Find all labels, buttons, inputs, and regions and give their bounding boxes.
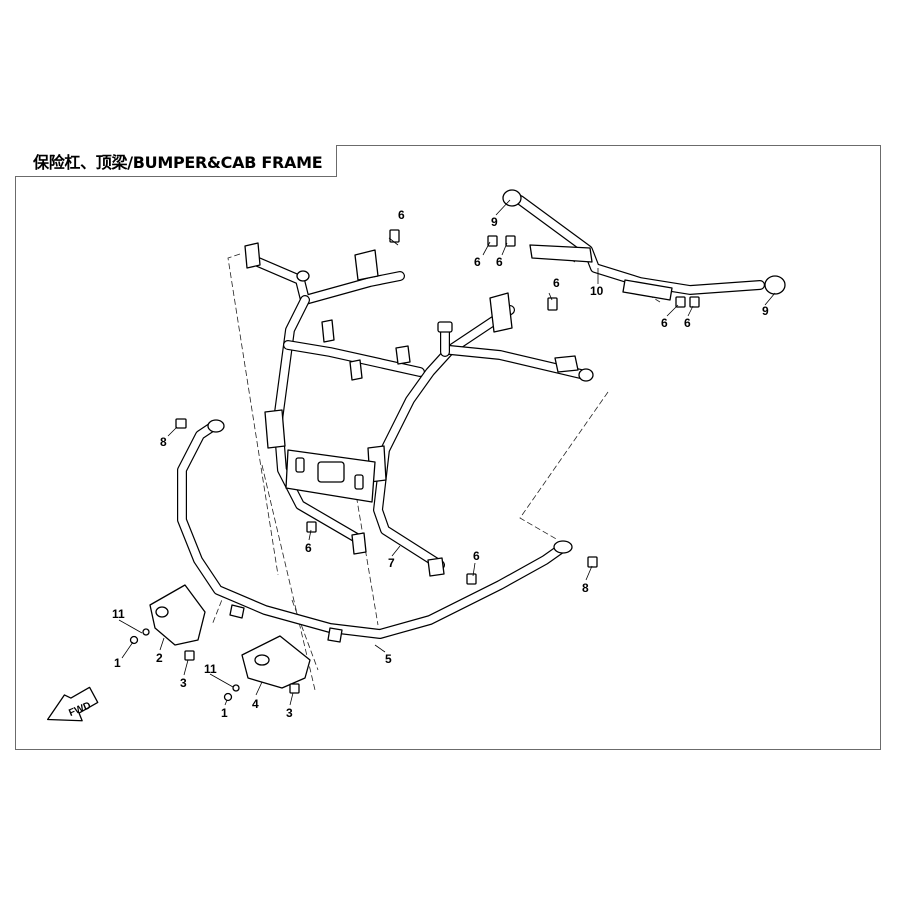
callout-6a: 6 xyxy=(398,208,405,222)
page-title: 保险杠、顶梁/BUMPER&CAB FRAME xyxy=(33,152,323,172)
callout-3b: 3 xyxy=(286,706,293,720)
skid-guards xyxy=(149,584,311,689)
callout-11b: 11 xyxy=(204,662,217,676)
callout-7: 7 xyxy=(388,556,395,570)
callout-1a: 1 xyxy=(114,656,121,670)
callout-6f: 6 xyxy=(684,316,691,330)
callout-6e: 6 xyxy=(661,316,668,330)
callout-1b: 1 xyxy=(221,706,228,720)
drawing-frame xyxy=(15,145,881,750)
callout-8b: 8 xyxy=(582,581,589,595)
callout-9b: 9 xyxy=(762,304,769,318)
cab-frame xyxy=(244,242,594,577)
callout-6c: 6 xyxy=(474,255,481,269)
callout-3a: 3 xyxy=(180,676,187,690)
callout-5: 5 xyxy=(385,652,392,666)
callout-2: 2 xyxy=(156,651,163,665)
callout-6b: 6 xyxy=(553,276,560,290)
front-bumper xyxy=(177,419,573,643)
callout-6g: 6 xyxy=(305,541,312,555)
title-box: 保险杠、顶梁/BUMPER&CAB FRAME xyxy=(15,145,338,177)
callout-8a: 8 xyxy=(160,435,167,449)
callout-11a: 11 xyxy=(112,607,125,621)
callout-10: 10 xyxy=(590,284,604,298)
callout-labels: 6 6 6 6 6 6 6 6 10 9 9 7 8 8 5 2 1 11 3 … xyxy=(112,208,769,720)
callout-6d: 6 xyxy=(496,255,503,269)
leader-lines xyxy=(118,199,776,706)
callout-9a: 9 xyxy=(491,215,498,229)
roof-bar xyxy=(502,189,786,301)
fasteners xyxy=(129,229,700,702)
callout-6h: 6 xyxy=(473,549,480,563)
callout-4: 4 xyxy=(252,697,259,711)
